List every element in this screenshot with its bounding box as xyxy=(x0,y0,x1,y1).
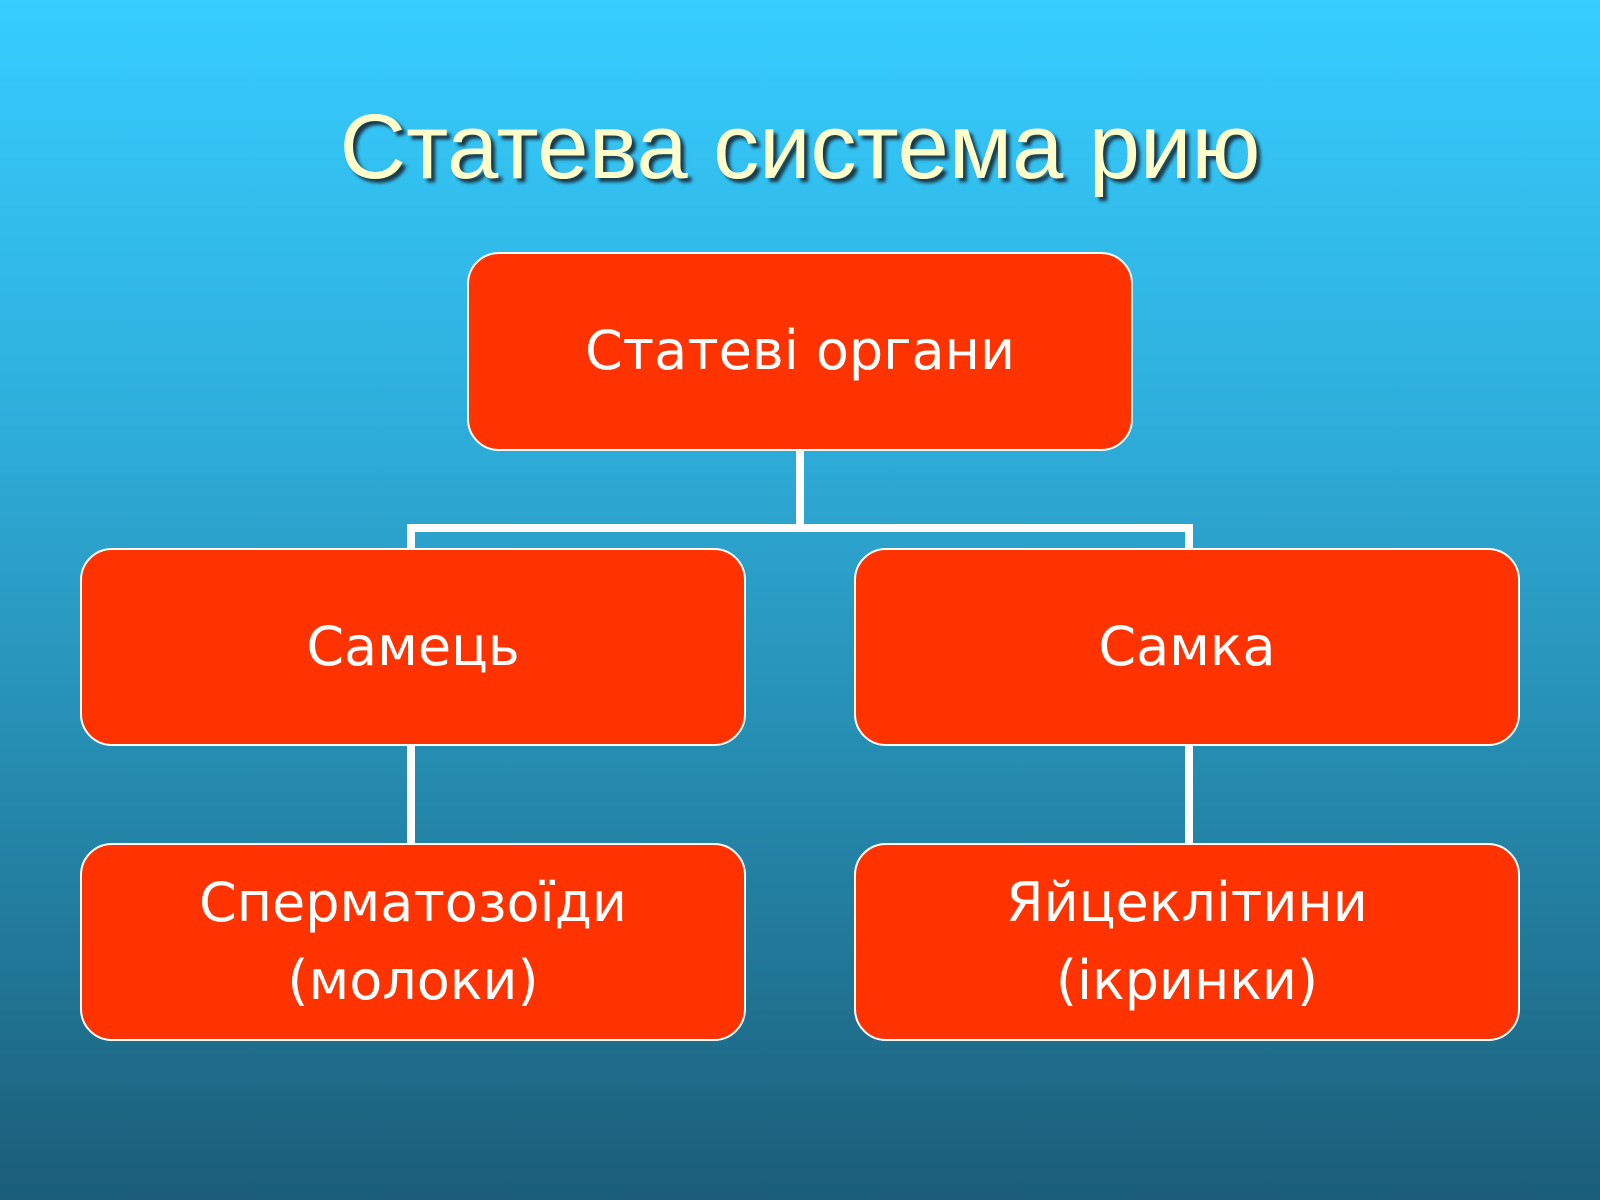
connector-left-down xyxy=(407,524,415,550)
node-female-cells: Яйцеклітини (ікринки) xyxy=(854,843,1520,1041)
node-male-label: Самець xyxy=(306,614,520,678)
node-root: Статеві органи xyxy=(467,252,1133,451)
node-female-label: Самка xyxy=(1098,614,1276,678)
node-female-cells-line2: (ікринки) xyxy=(1055,949,1319,1012)
connector-right-down xyxy=(1185,524,1193,550)
node-male-cells-line2: (молоки) xyxy=(287,949,539,1012)
node-female: Самка xyxy=(854,548,1520,746)
connector-horizontal xyxy=(407,524,1193,532)
slide-title: Статева система рию xyxy=(339,96,1261,198)
node-male: Самець xyxy=(80,548,746,746)
node-root-label: Статеві органи xyxy=(584,319,1016,383)
connector-root-down xyxy=(796,451,804,532)
connector-female-cells xyxy=(1185,744,1193,845)
node-male-cells: Сперматозоїди (молоки) xyxy=(80,843,746,1041)
connector-male-cells xyxy=(407,744,415,845)
node-female-cells-line1: Яйцеклітини xyxy=(1006,870,1368,934)
node-male-cells-line1: Сперматозоїди xyxy=(198,870,628,934)
